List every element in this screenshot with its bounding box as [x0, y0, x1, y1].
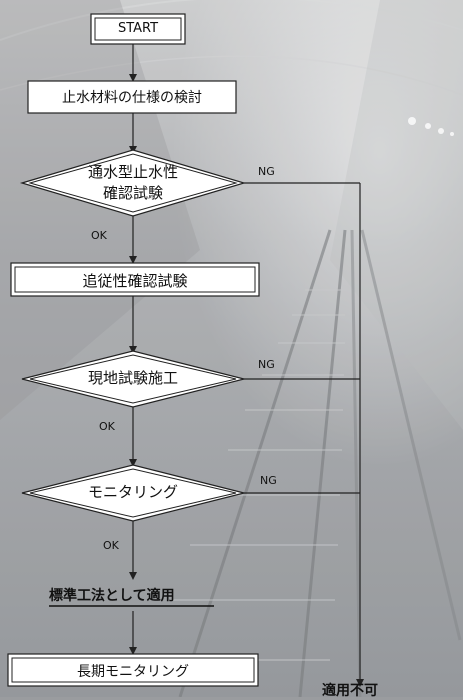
monitoring-diamond [21, 464, 245, 522]
ng-label-2: NG [258, 358, 275, 371]
long-term-monitoring-box [7, 653, 259, 687]
permeability-test-label: 通水型止水性 確認試験 [60, 162, 206, 204]
spec-review-label: 止水材料の仕様の検討 [62, 90, 202, 106]
followability-test-box [10, 262, 260, 297]
monitoring-label: モニタリング [87, 483, 178, 501]
ng-label-3: NG [260, 474, 277, 487]
permeability-test-label-line1: 通水型止水性 [87, 163, 178, 181]
not-applicable-label: 適用不可 [322, 683, 378, 699]
start-label: START [117, 21, 159, 36]
permeability-test-label-line2: 確認試験 [102, 184, 163, 202]
field-test-label: 現地試験施工 [87, 369, 178, 387]
start-box [90, 13, 186, 45]
ok-label-3: OK [103, 539, 119, 552]
ng-label-1: NG [258, 165, 275, 178]
flow-connectors [129, 44, 364, 687]
spec-review-box [27, 80, 237, 114]
standard-method-label: 標準工法として適用 [49, 588, 175, 604]
field-test-diamond-inner [29, 354, 237, 404]
permeability-test-diamond-inner [28, 153, 238, 213]
long-term-monitoring-label: 長期モニタリング [77, 664, 189, 680]
monitoring-diamond-inner [29, 468, 237, 518]
followability-test-label: 追従性確認試験 [82, 272, 188, 290]
field-test-diamond [21, 350, 245, 408]
ok-label-2: OK [99, 420, 115, 433]
permeability-test-diamond [19, 149, 247, 217]
ok-label-1: OK [91, 229, 107, 242]
